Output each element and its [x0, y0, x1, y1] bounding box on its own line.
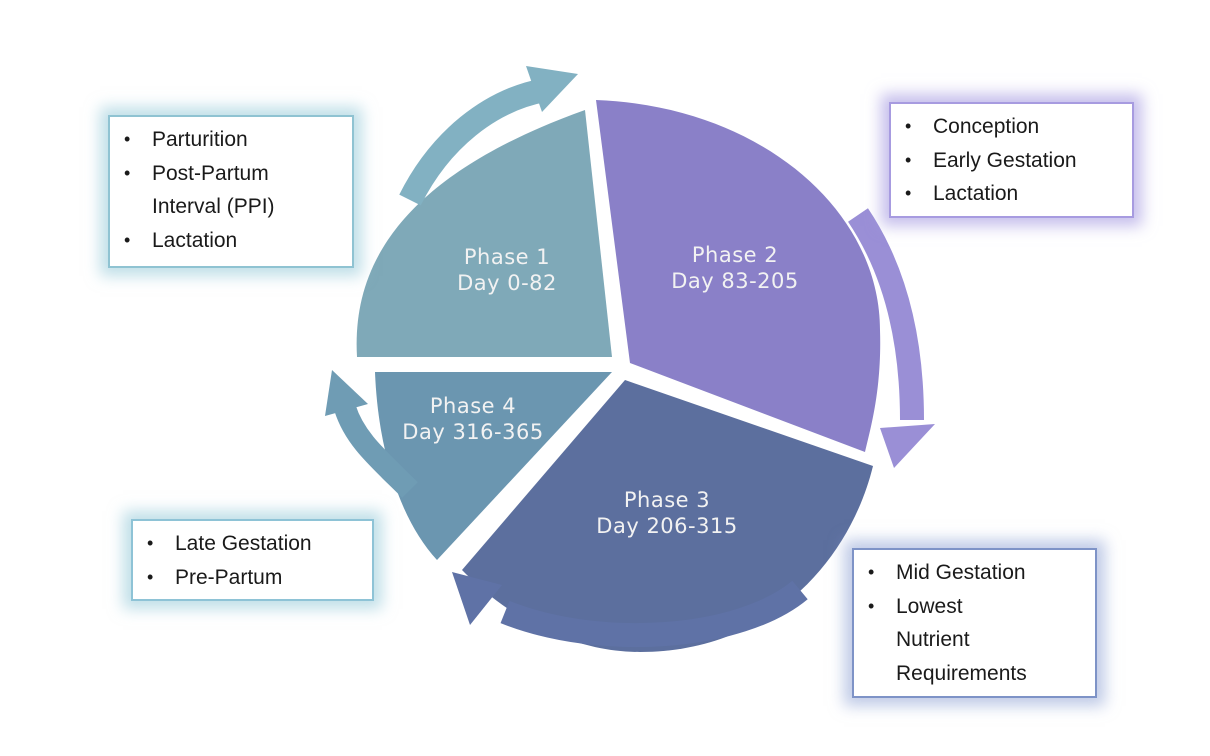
phase-1-name: Phase 1 — [464, 245, 550, 269]
phase-1-segment — [356, 110, 612, 357]
note-item: Mid Gestation — [862, 556, 1087, 590]
note-item: Lactation — [118, 224, 344, 258]
arrow-phase-1 — [399, 66, 578, 206]
phase-2-segment — [596, 100, 881, 452]
phase-1-days: Day 0-82 — [457, 271, 557, 295]
phase-2-name: Phase 2 — [692, 243, 778, 267]
phase-4-name: Phase 4 — [430, 394, 516, 418]
note-item: Late Gestation — [141, 527, 364, 561]
phase-4-days: Day 316-365 — [402, 420, 543, 444]
phase-2-notes-box: Conception Early Gestation Lactation — [889, 102, 1134, 218]
note-item: Conception — [899, 110, 1124, 144]
phase-3-name: Phase 3 — [624, 488, 710, 512]
arrow-phase-2 — [847, 208, 935, 468]
phase-3-segment — [462, 380, 873, 652]
note-item: Parturition — [118, 123, 344, 157]
note-item: Pre-Partum — [141, 561, 364, 595]
note-item: Early Gestation — [899, 144, 1124, 178]
phase-2-days: Day 83-205 — [671, 269, 799, 293]
arrow-phase-4 — [325, 370, 418, 498]
arrow-phase-3 — [452, 572, 808, 648]
phase-4-notes-box: Late Gestation Pre-Partum — [131, 519, 374, 601]
phase-4-segment — [375, 372, 612, 560]
note-item: Lactation — [899, 177, 1124, 211]
phase-3-days: Day 206-315 — [596, 514, 737, 538]
